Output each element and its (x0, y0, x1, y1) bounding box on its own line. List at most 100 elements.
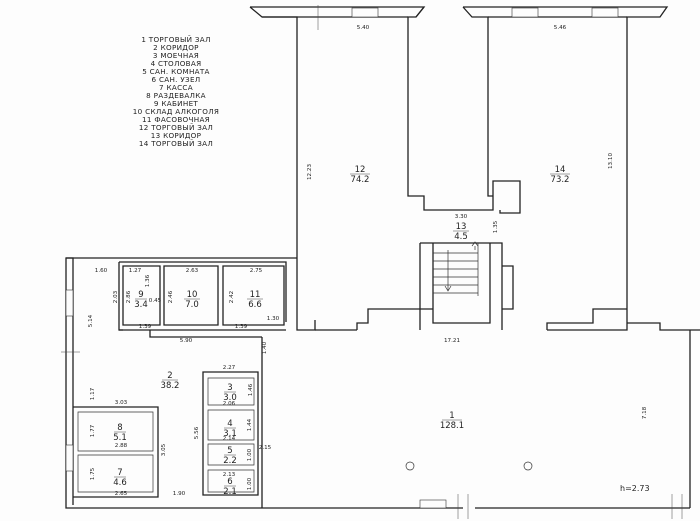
room-legend: 1 ТОРГОВЫЙ ЗАЛ 2 КОРИДОР 3 МОЕЧНАЯ 4 СТО… (133, 35, 219, 148)
svg-text:5: 5 (227, 446, 232, 456)
dimension-label: 17.21 (444, 338, 460, 344)
dimension-label: 1.39 (235, 324, 248, 330)
svg-text:7: 7 (117, 468, 122, 478)
room-5-label: 5 2.2 (223, 446, 237, 466)
ceiling-height-label: h=2.73 (620, 484, 650, 493)
dimension-label: 3.03 (115, 400, 128, 406)
window (511, 7, 539, 18)
svg-text:8: 8 (117, 423, 122, 433)
dimension-label: 5.40 (357, 25, 370, 31)
dimension-label: 1.27 (129, 268, 142, 274)
dimension-label: 12.23 (307, 164, 313, 180)
legend-item: 12 ТОРГОВЫЙ ЗАЛ (139, 123, 213, 132)
legend-item: 10 СКЛАД АЛКОГОЛЯ (133, 107, 219, 116)
svg-text:2.2: 2.2 (223, 456, 237, 466)
dimension-label: 2.27 (223, 365, 236, 371)
dimension-label: 1.00 (247, 448, 253, 461)
room-6-label: 6 2.1 (223, 477, 237, 497)
dimension-label: 2.42 (229, 291, 235, 303)
dimension-label: 2.06 (223, 401, 236, 407)
window (65, 444, 74, 472)
interior-walls (73, 261, 287, 508)
dimension-label: 2.46 (168, 290, 174, 303)
legend-item: 6 САН. УЗЕЛ (151, 75, 200, 84)
legend-item: 11 ФАСОВОЧНАЯ (142, 115, 210, 124)
room-11-label: 11 6.6 (247, 290, 263, 310)
room-9-label: 9 3.4 (134, 290, 148, 310)
dimension-label: 2.86 (126, 290, 132, 303)
dimension-label: 2.88 (115, 443, 128, 449)
svg-text:13: 13 (456, 222, 467, 232)
room-12-label: 12 74.2 (350, 165, 370, 185)
room-3-label: 3 3.0 (223, 383, 237, 403)
dimension-label: 2.63 (186, 268, 199, 274)
dimension-label: 5.14 (88, 314, 94, 327)
legend-item: 14 ТОРГОВЫЙ ЗАЛ (139, 139, 213, 148)
svg-text:4.5: 4.5 (454, 232, 468, 242)
legend-item: 4 СТОЛОВАЯ (151, 59, 202, 68)
dimension-labels: 5.40 5.46 12.23 13.10 3.30 1.35 1.60 1.2… (88, 25, 648, 497)
dimension-label: 2.15 (259, 445, 272, 451)
svg-text:11: 11 (250, 290, 261, 300)
legend-item: 1 ТОРГОВЫЙ ЗАЛ (141, 35, 210, 44)
legend-item: 8 РАЗДЕВАЛКА (146, 91, 206, 100)
room-4-label: 4 3.1 (223, 419, 237, 439)
svg-text:2: 2 (167, 371, 172, 381)
svg-text:3: 3 (227, 383, 232, 393)
walls (65, 6, 700, 509)
svg-text:74.2: 74.2 (351, 175, 370, 185)
dimension-label: 2.75 (250, 268, 263, 274)
dimension-label: 1.60 (95, 268, 108, 274)
svg-text:3.1: 3.1 (223, 429, 237, 439)
dimension-label: 1.40 (262, 341, 268, 354)
window (351, 7, 379, 18)
svg-text:6: 6 (227, 477, 232, 487)
svg-text:14: 14 (555, 165, 566, 175)
room-1-label: 1 128.1 (440, 411, 464, 431)
svg-text:10: 10 (187, 290, 198, 300)
svg-text:4: 4 (227, 419, 232, 429)
svg-text:4.6: 4.6 (113, 478, 127, 488)
dimension-label: 1.75 (90, 467, 96, 480)
svg-text:5.1: 5.1 (113, 433, 127, 443)
svg-text:3.4: 3.4 (134, 300, 148, 310)
legend-item: 7 КАССА (159, 83, 193, 92)
dimension-label: 2.14 (223, 436, 236, 442)
dimension-label: 7.18 (642, 406, 648, 419)
svg-text:9: 9 (138, 290, 143, 300)
svg-text:73.2: 73.2 (551, 175, 570, 185)
dimension-label: 3.05 (161, 443, 167, 456)
legend-item: 13 КОРИДОР (151, 131, 202, 140)
window (65, 289, 74, 317)
room-13-label: 13 4.5 (453, 222, 469, 242)
dimension-label: 5.90 (180, 338, 193, 344)
svg-text:6.6: 6.6 (248, 300, 262, 310)
dimension-label: 0.45 (149, 298, 162, 304)
dimension-label: 2.65 (115, 491, 128, 497)
dimension-label: 1.46 (248, 383, 254, 396)
dimension-label: 3.30 (455, 214, 468, 220)
window (591, 7, 619, 18)
room-labels: 1 128.1 2 38.2 3 3.0 4 3.1 5 2.2 6 2.1 (113, 165, 570, 497)
wall-ticks (61, 5, 683, 519)
dimension-label: 5.56 (194, 426, 200, 439)
windows (65, 7, 619, 509)
window (419, 499, 447, 509)
columns (405, 461, 533, 471)
room-10-label: 10 7.0 (184, 290, 200, 310)
dimension-label: 1.17 (90, 387, 96, 400)
room-8-label: 8 5.1 (113, 423, 127, 443)
svg-text:12: 12 (355, 165, 366, 175)
svg-text:128.1: 128.1 (440, 421, 464, 431)
dimension-label: 13.10 (608, 153, 614, 169)
room-2-label: 2 38.2 (161, 371, 180, 391)
svg-text:3.0: 3.0 (223, 393, 237, 403)
staircase (433, 241, 479, 296)
svg-text:7.0: 7.0 (185, 300, 199, 310)
svg-text:1: 1 (449, 411, 454, 421)
dimension-label: 1.36 (145, 274, 151, 287)
legend-item: 9 КАБИНЕТ (154, 99, 199, 108)
dimension-label: 2.03 (113, 290, 119, 303)
room-14-label: 14 73.2 (550, 165, 570, 185)
